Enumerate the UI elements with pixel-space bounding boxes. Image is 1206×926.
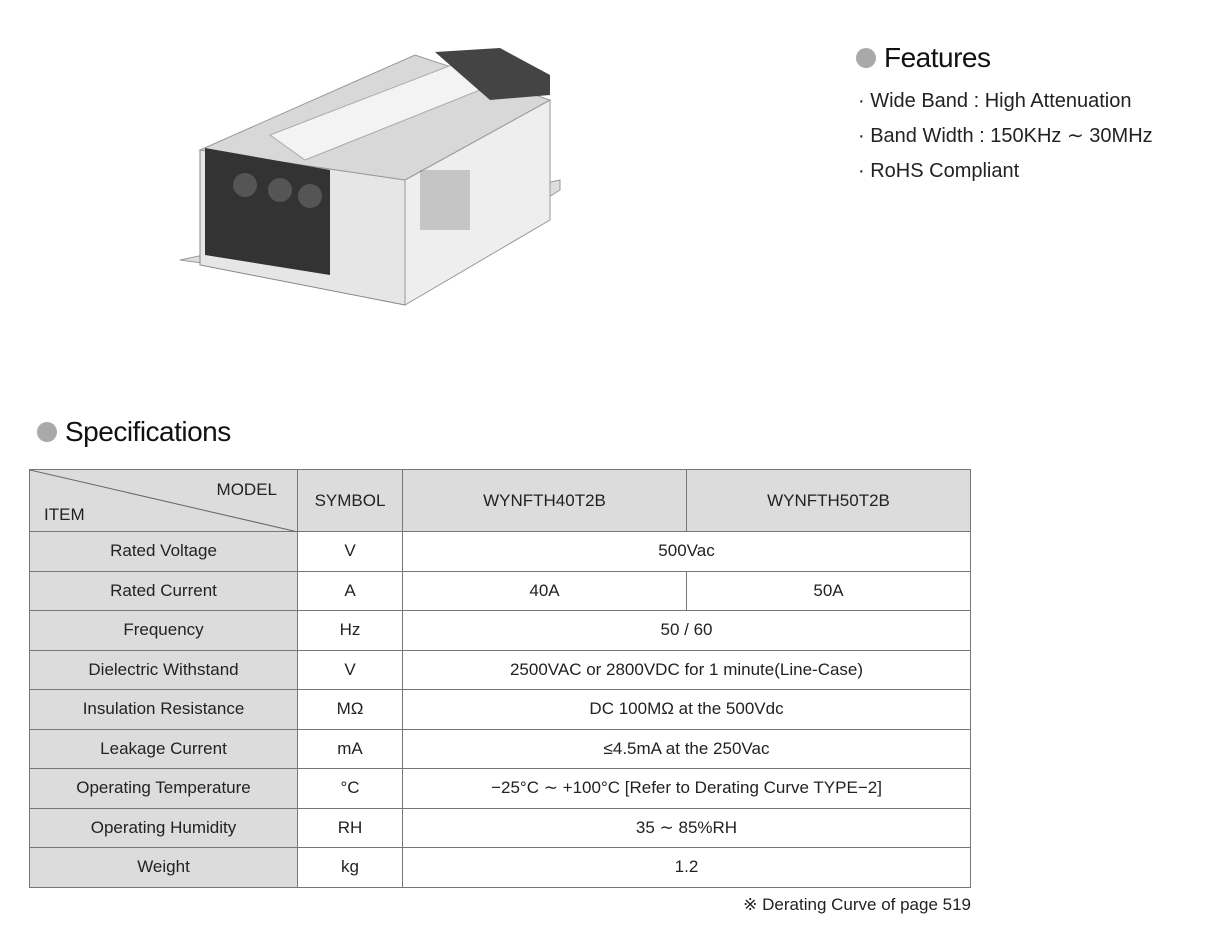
row-item: Leakage Current — [29, 728, 298, 769]
header-model: MODEL — [216, 480, 277, 499]
features-heading: Features — [856, 42, 991, 74]
row-value: 40A — [402, 570, 687, 611]
header-item-model-cell: MODEL ITEM — [29, 469, 298, 532]
row-item: Rated Voltage — [29, 531, 298, 572]
derating-curve-note: ※ Derating Curve of page 519 — [743, 895, 971, 914]
specifications-heading: Specifications — [37, 416, 231, 448]
features-title: Features — [884, 42, 991, 73]
header-model-2: WYNFTH50T2B — [686, 469, 971, 532]
row-symbol: kg — [297, 847, 403, 888]
row-item: Frequency — [29, 610, 298, 651]
row-symbol: V — [297, 649, 403, 690]
header-item: ITEM — [44, 505, 85, 524]
feature-item: · RoHS Compliant — [858, 160, 1020, 182]
product-image-noise-filter — [179, 48, 561, 306]
specifications-title: Specifications — [65, 416, 231, 447]
header-model-1: WYNFTH40T2B — [402, 469, 687, 532]
features-list: · Wide Band : High Attenuation · Band Wi… — [858, 84, 1153, 189]
row-item: Operating Humidity — [29, 807, 298, 848]
row-item: Rated Current — [29, 570, 298, 611]
feature-item: · Wide Band : High Attenuation — [858, 90, 1132, 112]
row-symbol: A — [297, 570, 403, 611]
row-value: 2500VAC or 2800VDC for 1 minute(Line-Cas… — [402, 649, 971, 690]
row-value: 35 ∼ 85%RH — [402, 807, 971, 848]
row-item: Operating Temperature — [29, 768, 298, 809]
bullet-dot-icon — [37, 422, 57, 442]
row-item: Dielectric Withstand — [29, 649, 298, 690]
specifications-table: MODEL ITEM SYMBOL WYNFTH40T2B WYNFTH50T2B… — [29, 469, 971, 888]
row-symbol: Hz — [297, 610, 403, 651]
row-value: ≤4.5mA at the 250Vac — [402, 728, 971, 769]
diagonal-line — [30, 470, 298, 532]
table-header-row: MODEL ITEM SYMBOL WYNFTH40T2B WYNFTH50T2B — [29, 469, 971, 532]
header-symbol: SYMBOL — [297, 469, 403, 532]
row-value: DC 100MΩ at the 500Vdc — [402, 689, 971, 730]
row-value: 1.2 — [402, 847, 971, 888]
row-symbol: MΩ — [297, 689, 403, 730]
row-symbol: RH — [297, 807, 403, 848]
row-symbol: V — [297, 531, 403, 572]
bullet-dot-icon — [856, 48, 876, 68]
row-item: Insulation Resistance — [29, 689, 298, 730]
feature-item: · Band Width : 150KHz ∼ 30MHz — [858, 125, 1153, 147]
row-symbol: °C — [297, 768, 403, 809]
row-symbol: mA — [297, 728, 403, 769]
row-value: 500Vac — [402, 531, 971, 572]
row-value: −25°C ∼ +100°C [Refer to Derating Curve … — [402, 768, 971, 809]
row-value: 50A — [686, 570, 971, 611]
row-value: 50 / 60 — [402, 610, 971, 651]
row-item: Weight — [29, 847, 298, 888]
table-row: Operating Temperature°C−25°C ∼ +100°C [R… — [29, 768, 971, 809]
